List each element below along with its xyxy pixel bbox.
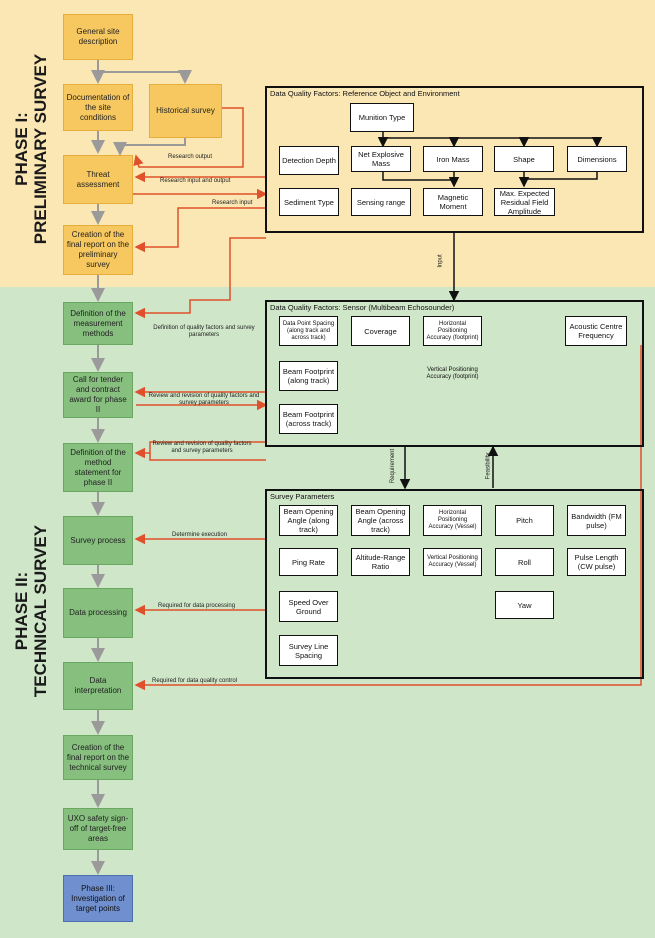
- threat-assessment-box: Threat assessment: [63, 155, 133, 204]
- shape-box: Shape: [494, 146, 554, 172]
- reference-object-panel: Data Quality Factors: Reference Object a…: [265, 86, 644, 233]
- beam-opening-along-box: Beam Opening Angle (along track): [279, 505, 338, 536]
- survey-process-box: Survey process: [63, 516, 133, 565]
- survey-panel-title: Survey Parameters: [270, 492, 335, 501]
- detection-depth-box: Detection Depth: [279, 146, 339, 175]
- altitude-range-box: Altitude-Range Ratio: [351, 548, 410, 576]
- sediment-type-box: Sediment Type: [279, 188, 339, 216]
- label-required-processing: Required for data processing: [158, 603, 236, 609]
- label-requirement: Requirement: [390, 448, 397, 484]
- label-required-quality: Required for data quality control: [152, 678, 238, 684]
- label-research-output: Research output: [168, 154, 213, 160]
- label-determine-execution: Determine execution: [172, 532, 228, 538]
- data-interpretation-box: Data interpretation: [63, 662, 133, 710]
- label-input: Input: [437, 254, 444, 268]
- net-explosive-mass-box: Net Explosive Mass: [351, 146, 411, 172]
- beam-opening-across-box: Beam Opening Angle (across track): [351, 505, 410, 536]
- label-feasibility: Feasibility: [485, 452, 492, 480]
- beam-footprint-along-box: Beam Footprint (along track): [279, 361, 338, 391]
- phase3-box: Phase III: Investigation of target point…: [63, 875, 133, 922]
- label-definition-quality: Definition of quality factors and survey…: [153, 325, 255, 338]
- vpa-vessel-box: Vertical Positioning Accuracy (Vessel): [423, 548, 482, 576]
- sensor-panel: Data Quality Factors: Sensor (Multibeam …: [265, 300, 644, 447]
- speed-over-ground-box: Speed Over Ground: [279, 591, 338, 622]
- vpa-footprint-box: Vertical Positioning Accuracy (footprint…: [426, 367, 479, 380]
- data-processing-box: Data processing: [63, 588, 133, 638]
- general-site-box: General site description: [63, 14, 133, 60]
- coverage-box: Coverage: [351, 316, 410, 346]
- magnetic-moment-box: Magnetic Moment: [423, 188, 483, 216]
- pulse-length-box: Pulse Length (CW pulse): [567, 548, 626, 576]
- method-statement-box: Definition of the method statement for p…: [63, 443, 133, 492]
- iron-mass-box: Iron Mass: [423, 146, 483, 172]
- definition-measurement-box: Definition of the measurement methods: [63, 302, 133, 345]
- roll-box: Roll: [495, 548, 554, 576]
- acoustic-frequency-box: Acoustic Centre Frequency: [565, 316, 627, 346]
- survey-line-spacing-box: Survey Line Spacing: [279, 635, 338, 666]
- uxo-signoff-box: UXO safety sign-off of target-free areas: [63, 808, 133, 850]
- yaw-box: Yaw: [495, 591, 554, 619]
- label-research-io: Research input and output: [160, 178, 231, 184]
- label-research-input: Research input: [212, 200, 253, 206]
- beam-footprint-across-box: Beam Footprint (across track): [279, 404, 338, 434]
- label-review-2: Review and revision of quality factors a…: [152, 441, 252, 454]
- max-residual-box: Max. Expected Residual Field Amplitude: [494, 188, 555, 216]
- final-report-preliminary-box: Creation of the final report on the prel…: [63, 225, 133, 275]
- ping-rate-box: Ping Rate: [279, 548, 338, 576]
- sensing-range-box: Sensing range: [351, 188, 411, 216]
- data-point-spacing-box: Data Point Spacing (along track and acro…: [279, 316, 338, 346]
- bandwidth-box: Bandwidth (FM pulse): [567, 505, 626, 536]
- hpa-vessel-box: Horizontal Positioning Accuracy (Vessel): [423, 505, 482, 536]
- pitch-box: Pitch: [495, 505, 554, 536]
- sensor-panel-title: Data Quality Factors: Sensor (Multibeam …: [270, 303, 455, 312]
- dimensions-box: Dimensions: [567, 146, 627, 172]
- survey-parameters-panel: Survey Parameters: [265, 489, 644, 679]
- munition-type-box: Munition Type: [350, 103, 414, 132]
- reference-panel-title: Data Quality Factors: Reference Object a…: [270, 89, 460, 98]
- call-for-tender-box: Call for tender and contract award for p…: [63, 372, 133, 418]
- documentation-box: Documentation of the site conditions: [63, 84, 133, 131]
- historical-survey-box: Historical survey: [149, 84, 222, 138]
- label-review-1: Review and revision of quality factors a…: [148, 393, 260, 406]
- hpa-footprint-box: Horizontal Positioning Accuracy (footpri…: [423, 316, 482, 346]
- final-report-technical-box: Creation of the final report on the tech…: [63, 735, 133, 780]
